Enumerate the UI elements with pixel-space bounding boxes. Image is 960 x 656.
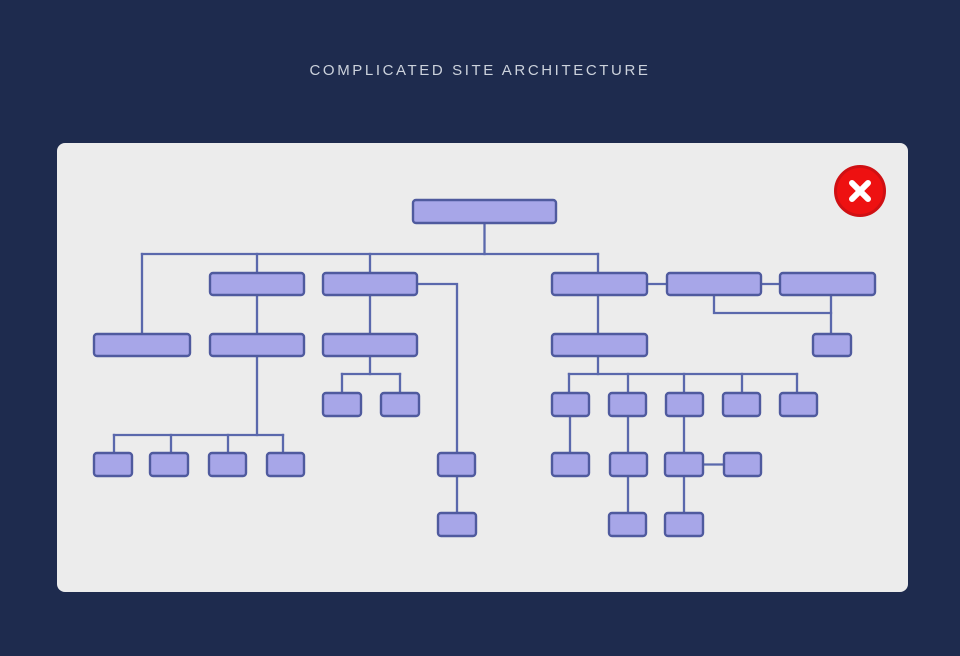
diagram-node-n16 [664,391,705,418]
connector-line [712,293,833,315]
diagram-node-n4 [550,271,649,297]
diagram-node-n1 [411,198,558,225]
diagram-node-n15 [607,391,648,418]
diagram-node-n12 [321,391,363,418]
diagram-node-n19 [92,451,134,478]
diagram-node-n27 [722,451,763,478]
diagram-node-n7 [92,332,192,358]
diagram-node-n21 [207,451,248,478]
diagram-node-n18 [778,391,819,418]
page-title: COMPLICATED SITE ARCHITECTURE [309,62,651,79]
diagram-card [57,143,908,592]
close-button[interactable] [834,165,886,217]
diagram-node-n25 [608,451,649,478]
diagram-node-n2 [208,271,306,297]
diagram-node-n3 [321,271,419,297]
diagram-node-n29 [607,511,648,538]
diagram-node-n6 [778,271,877,297]
diagram-node-n26 [663,451,705,478]
close-icon [849,180,871,202]
diagram-node-n30 [663,511,705,538]
diagram-node-n11 [811,332,853,358]
diagram-node-n28 [436,511,478,538]
site-architecture-diagram [92,198,877,538]
diagram-node-n10 [550,332,649,358]
diagram-node-n17 [721,391,762,418]
diagram-node-n24 [550,451,591,478]
diagram-node-n14 [550,391,591,418]
connector-line [415,282,459,455]
diagram-node-n9 [321,332,419,358]
diagram-node-n23 [436,451,477,478]
diagram-node-n13 [379,391,421,418]
diagram-node-n20 [148,451,190,478]
diagram-node-n8 [208,332,306,358]
diagram-node-n22 [265,451,306,478]
diagram-node-n5 [665,271,763,297]
